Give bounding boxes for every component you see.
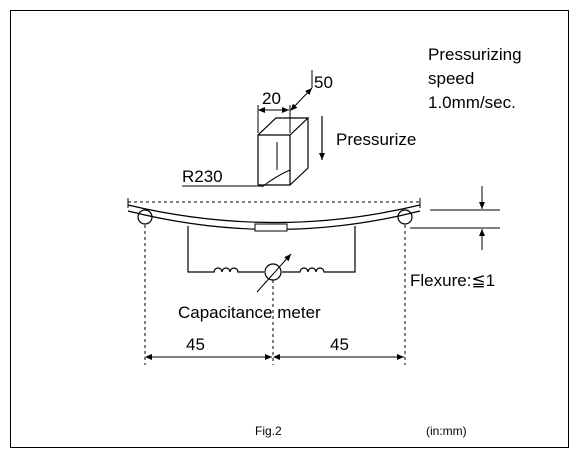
speed-label-line2: speed [428,69,474,88]
speed-label-line3: 1.0mm/sec. [428,93,516,112]
flexure-dimension: Flexure:≦1 [410,186,500,290]
figure-caption: Fig.2 [255,424,282,438]
support-roller-left [137,209,153,225]
meter-label: Capacitance meter [178,303,321,322]
speed-label-line1: Pressurizing [428,45,522,64]
span-dimension: 45 45 [144,225,406,365]
dimension-50: 50 [290,70,333,111]
pressing-tool [257,117,310,188]
support-roller-right [397,209,413,225]
dim-width-label: 20 [262,89,281,108]
span-right-label: 45 [330,335,349,354]
capacitance-meter-circuit [187,226,356,293]
units-note: (in:mm) [426,424,467,438]
span-left-label: 45 [186,335,205,354]
figure-frame [10,10,569,448]
pressurize-arrow: Pressurize [319,116,416,160]
test-board [127,198,421,232]
flexure-label: Flexure:≦1 [410,271,495,290]
radius-label: R230 [182,167,223,186]
meter-icon [264,263,282,281]
dim-depth-label: 50 [314,73,333,92]
dimension-20: 20 [257,89,291,133]
pressurize-label: Pressurize [336,130,416,149]
